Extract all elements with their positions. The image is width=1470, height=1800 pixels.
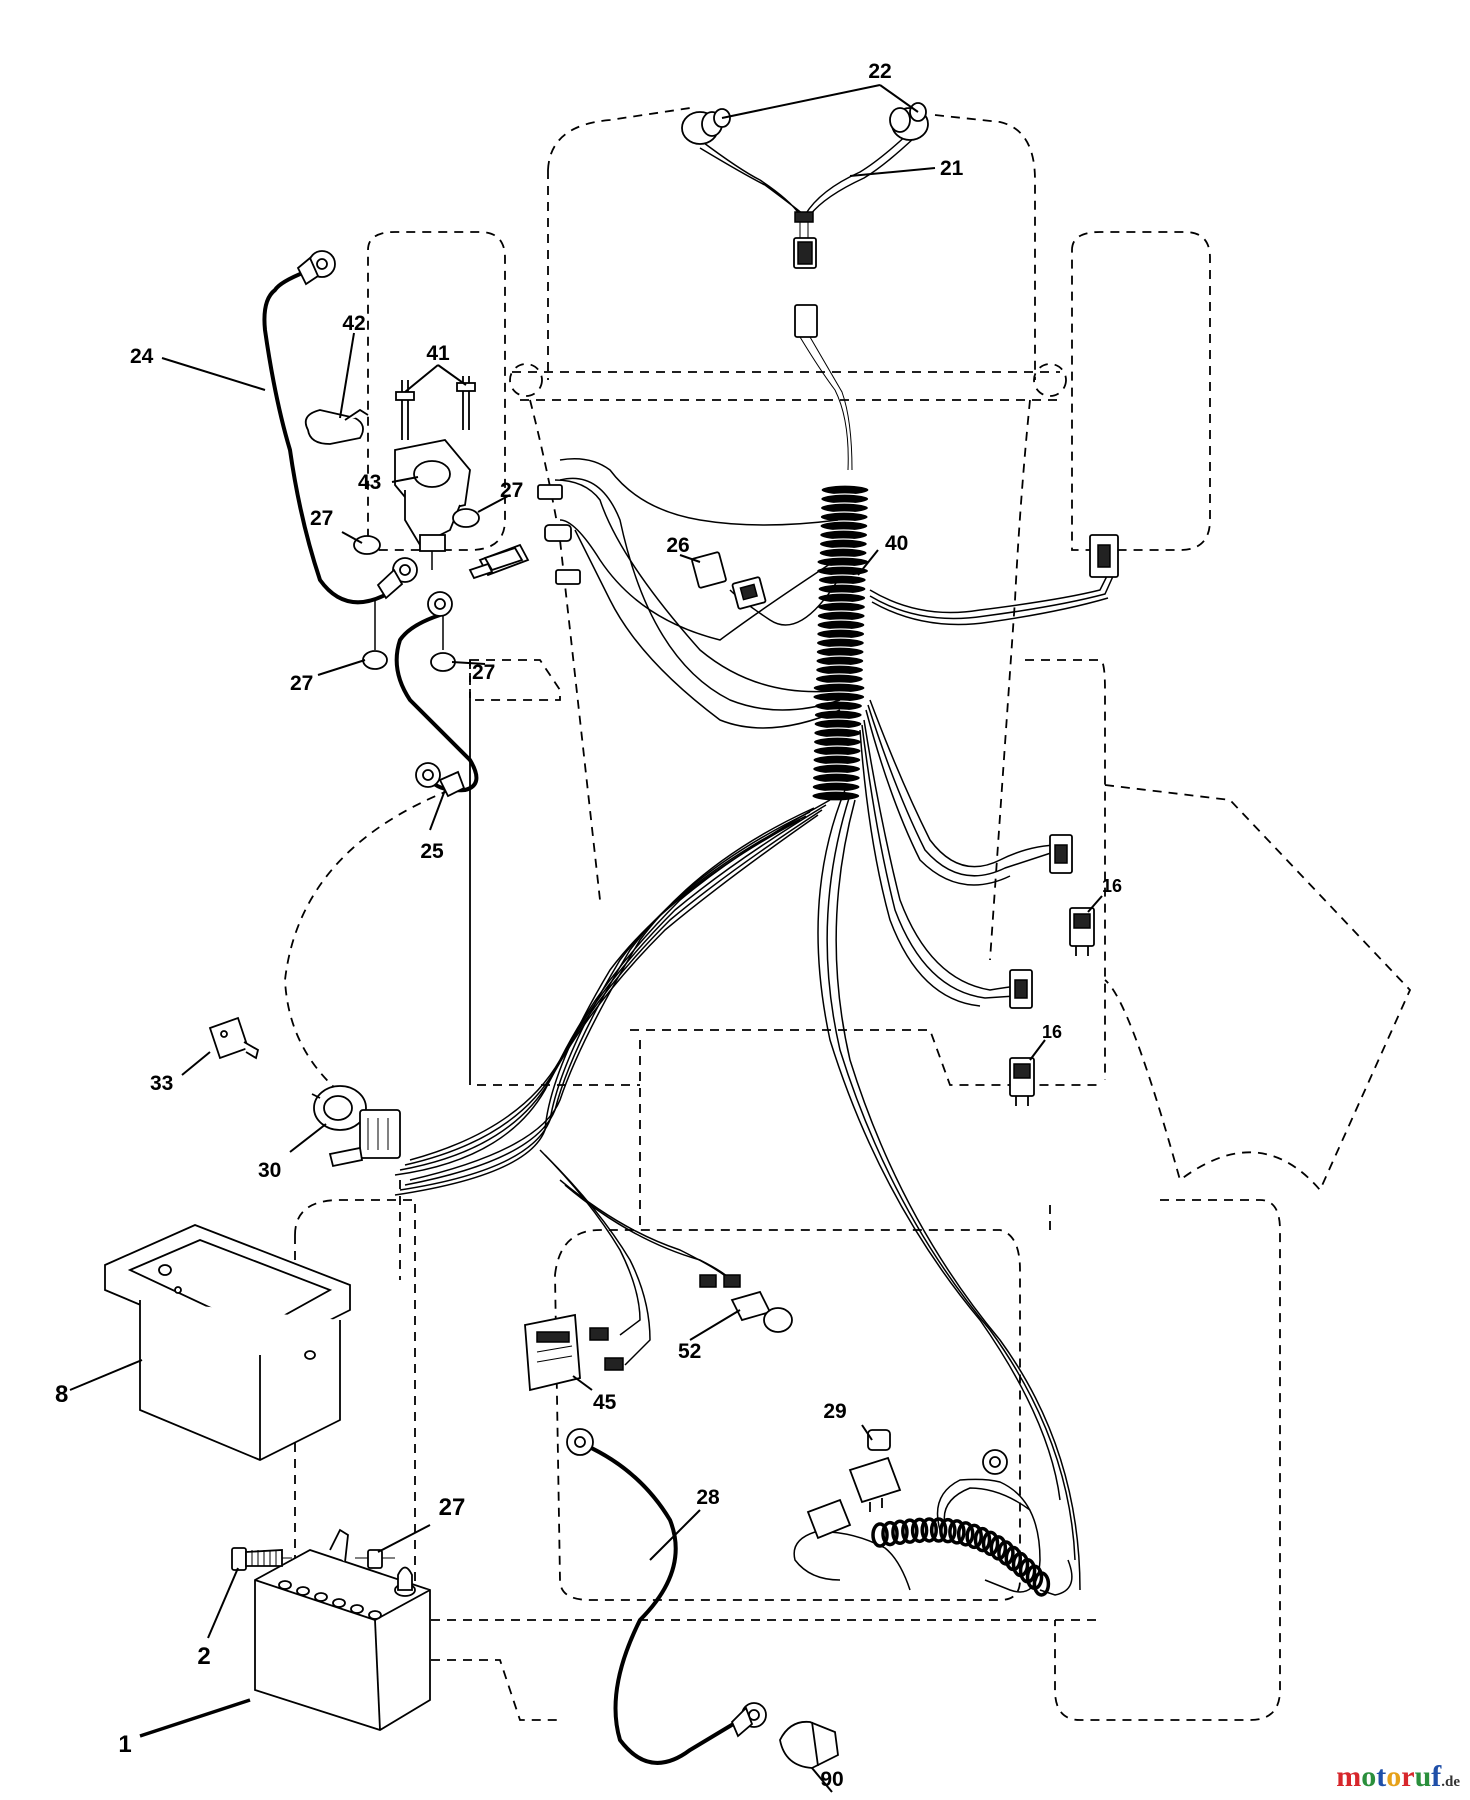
callout-21: 21	[940, 157, 964, 180]
callout-29: 29	[823, 1400, 846, 1423]
main-harness	[394, 458, 1119, 1591]
chassis-outline	[284, 107, 1412, 1721]
callout-90: 90	[820, 1768, 843, 1791]
starter-cable	[394, 591, 479, 798]
pto-switch	[848, 1429, 902, 1512]
headlight-bulb-right	[889, 102, 929, 141]
ignition-switch	[311, 1085, 401, 1168]
callout-2: 2	[197, 1643, 210, 1670]
battery-tray	[104, 1224, 351, 1461]
callout-40: 40	[885, 532, 908, 555]
safety-switch-lower	[1009, 1057, 1035, 1106]
callout-22: 22	[868, 60, 891, 83]
callout-25: 25	[420, 840, 444, 863]
callout-27-nut-right: 27	[472, 661, 495, 684]
callout-27-solenoid-right: 27	[500, 479, 523, 502]
bulb-connector	[730, 1290, 793, 1333]
battery-nut	[355, 1549, 395, 1569]
watermark-logo: motoruf.de	[1336, 1760, 1460, 1794]
battery	[254, 1528, 431, 1731]
callout-1: 1	[118, 1731, 131, 1758]
harness-conduit	[811, 484, 870, 802]
watermark-suffix: .de	[1441, 1774, 1460, 1790]
battery-cable-solenoid	[262, 250, 418, 605]
callout-41: 41	[426, 342, 450, 365]
callout-42: 42	[342, 312, 365, 335]
terminal-boot	[779, 1720, 839, 1769]
starter-solenoid	[304, 376, 524, 672]
ground-cable	[566, 1428, 767, 1765]
headlight-harness	[681, 102, 929, 471]
callout-24: 24	[130, 345, 154, 368]
callout-30: 30	[258, 1159, 281, 1182]
callout-27-battery: 27	[439, 1494, 466, 1521]
callout-16-lower: 16	[1042, 1022, 1062, 1042]
ignition-key	[208, 1016, 260, 1060]
callout-26: 26	[666, 534, 689, 557]
fuse	[691, 551, 767, 610]
callout-27-solenoid-left: 27	[310, 507, 333, 530]
callout-27-nut-left: 27	[290, 672, 313, 695]
callout-16-upper: 16	[1102, 876, 1122, 896]
safety-switch-upper	[1069, 907, 1095, 956]
callout-43: 43	[358, 471, 381, 494]
callout-8: 8	[55, 1381, 68, 1408]
battery-bolt	[231, 1547, 292, 1571]
coiled-lead	[793, 1449, 1073, 1597]
callout-52: 52	[678, 1340, 701, 1363]
callout-45: 45	[593, 1391, 617, 1414]
headlight-bulb-left	[681, 108, 731, 145]
battery-cells	[278, 1580, 382, 1620]
watermark-name: motoruf	[1336, 1760, 1442, 1793]
leader-lines	[69, 84, 1103, 1793]
callout-labels: 22 21 42 24 41 43 27 27 27 27 26 40 25 1…	[55, 60, 1122, 1791]
callout-28: 28	[696, 1486, 720, 1509]
hour-meter	[524, 1313, 581, 1392]
callout-33: 33	[150, 1072, 173, 1095]
